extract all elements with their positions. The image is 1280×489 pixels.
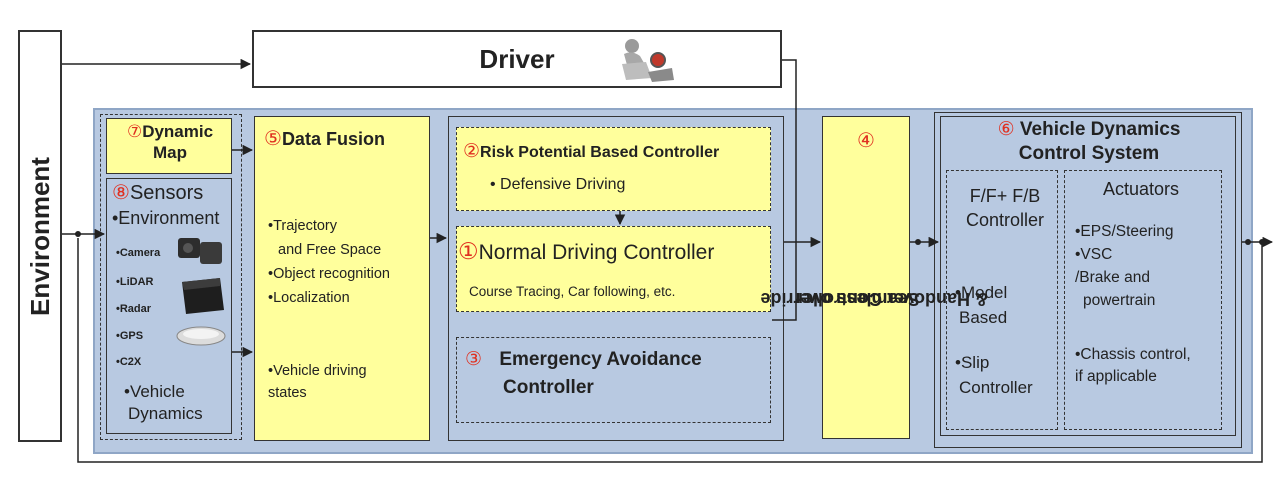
handover-box bbox=[822, 116, 910, 439]
risk-controller-item: • Defensive Driving bbox=[490, 176, 626, 193]
lidar-icon bbox=[182, 278, 224, 314]
actuator-item: /Brake and bbox=[1075, 269, 1150, 286]
normal-controller-subtitle: Course Tracing, Car following, etc. bbox=[469, 284, 676, 299]
fusion-item: •Localization bbox=[268, 290, 350, 306]
driver-label: Driver bbox=[479, 43, 555, 74]
sensor-radar: •Radar bbox=[116, 303, 152, 315]
environment-box bbox=[18, 30, 62, 442]
sensor-gps: •GPS bbox=[116, 330, 144, 342]
sensors-environment: •Environment bbox=[112, 208, 220, 228]
vehicle-dynamics-inner bbox=[940, 116, 1236, 436]
actuator-item: •EPS/Steering bbox=[1075, 223, 1174, 240]
data-fusion-box bbox=[254, 116, 430, 441]
actuators-box bbox=[1064, 170, 1222, 430]
sensor-lidar: •LiDAR bbox=[116, 276, 154, 288]
controller-group bbox=[448, 116, 784, 441]
ffb-controller-box bbox=[946, 170, 1058, 430]
handover-label: ④ Seamless override& Handover Controller bbox=[760, 130, 989, 309]
normal-controller-title: ①Normal Driving Controller bbox=[458, 238, 715, 264]
fusion-item: and Free Space bbox=[278, 242, 382, 258]
sensors-title: ⑧Sensors bbox=[112, 182, 204, 204]
camera-icon bbox=[178, 238, 222, 264]
actuator-item: powertrain bbox=[1083, 292, 1156, 309]
ffb-model-based: •Model Based bbox=[955, 283, 1008, 327]
sensor-camera: •Camera bbox=[116, 247, 161, 259]
actuators-title: Actuators bbox=[1102, 179, 1180, 199]
sensor-c2x: •C2X bbox=[116, 356, 142, 368]
driver-box bbox=[252, 30, 782, 88]
vehicle-dynamics-box bbox=[934, 112, 1242, 448]
fusion-item: •Object recognition bbox=[268, 266, 390, 282]
driver-icon bbox=[622, 39, 674, 82]
data-fusion-items: •Trajectory and Free Space •Object recog… bbox=[268, 214, 390, 310]
risk-controller-title: ②Risk Potential Based Controller bbox=[463, 141, 720, 162]
actuator-item: •VSC bbox=[1075, 246, 1113, 263]
environment-label: Environment bbox=[24, 156, 55, 316]
actuators-items: •EPS/Steering •VSC /Brake and powertrain bbox=[1075, 220, 1173, 312]
ffb-controller-title: F/F+ F/B Controller bbox=[965, 186, 1045, 230]
vehicle-dynamics-title: ⑥ Vehicle Dynamics Control System bbox=[997, 119, 1181, 164]
ffb-slip-controller: •Slip Controller bbox=[955, 353, 1033, 397]
data-fusion-title: ⑤Data Fusion bbox=[264, 128, 385, 150]
dynamic-map-box bbox=[106, 118, 232, 174]
emergency-controller-title: ③ Emergency Avoidance Controller bbox=[465, 349, 702, 398]
emergency-controller-box bbox=[456, 337, 771, 423]
dynamic-map-label: ⑦Dynamic Map bbox=[126, 122, 214, 162]
fusion-item: •Trajectory bbox=[268, 218, 337, 234]
sensor-map-group bbox=[100, 114, 242, 440]
actuators-chassis: •Chassis control, if applicable bbox=[1075, 346, 1191, 385]
gps-icon bbox=[176, 326, 226, 346]
data-fusion-vehicle-states: •Vehicle driving states bbox=[268, 363, 367, 401]
risk-controller-box bbox=[456, 127, 771, 211]
normal-controller-box bbox=[456, 226, 771, 312]
sensors-vehicle-dynamics: •Vehicle Dynamics bbox=[124, 382, 203, 423]
